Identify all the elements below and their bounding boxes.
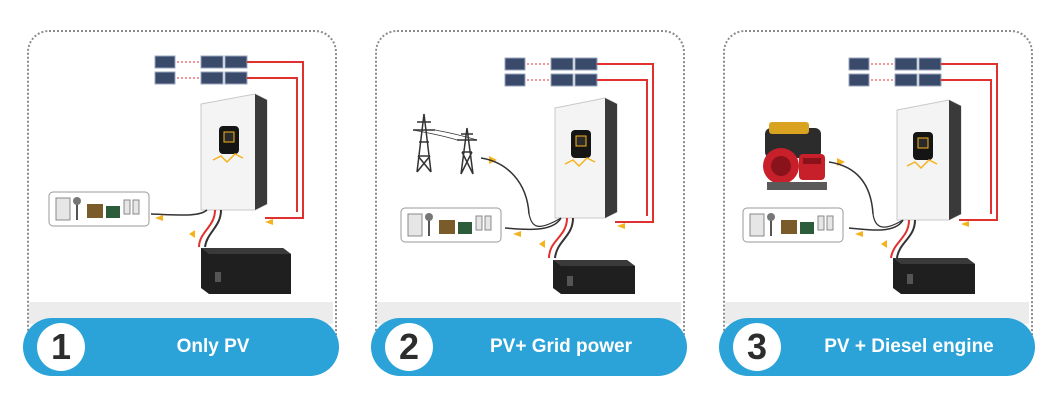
- scenario-panel-3: 3 PV + Diesel engine: [719, 30, 1035, 380]
- scenario-label-bar: 2 PV+ Grid power: [371, 318, 687, 376]
- power-tower-icon: [412, 113, 478, 175]
- battery-icon: [553, 260, 635, 294]
- battery-icon: [201, 248, 291, 294]
- system-diagram: [725, 32, 1029, 302]
- inverter-icon: [200, 93, 268, 211]
- scenario-number: 3: [733, 323, 781, 371]
- scenario-label: Only PV: [176, 336, 250, 357]
- household-loads-icon: [400, 207, 502, 243]
- inverter-icon: [896, 99, 962, 221]
- solar-panel-icon: [848, 57, 942, 87]
- household-loads-icon: [742, 207, 844, 243]
- solar-panel-icon: [504, 57, 598, 87]
- scenario-label: PV+ Grid power: [489, 336, 632, 357]
- diesel-generator-icon: [763, 122, 827, 190]
- solar-panel-icon: [154, 55, 248, 85]
- system-diagram: [29, 32, 333, 302]
- inverter-icon: [554, 97, 618, 219]
- scenario-number: 2: [385, 323, 433, 371]
- scenario-label-bar: 1 Only PV: [23, 318, 339, 376]
- system-diagram: [377, 32, 681, 302]
- scenario-number: 1: [37, 323, 85, 371]
- scenario-label-bar: 3 PV + Diesel engine: [719, 318, 1035, 376]
- battery-icon: [893, 258, 975, 294]
- scenario-panel-2: 2 PV+ Grid power: [371, 30, 687, 380]
- household-loads-icon: [48, 191, 150, 227]
- scenario-panel-1: 1 Only PV: [23, 30, 339, 380]
- scenario-label: PV + Diesel engine: [824, 336, 994, 357]
